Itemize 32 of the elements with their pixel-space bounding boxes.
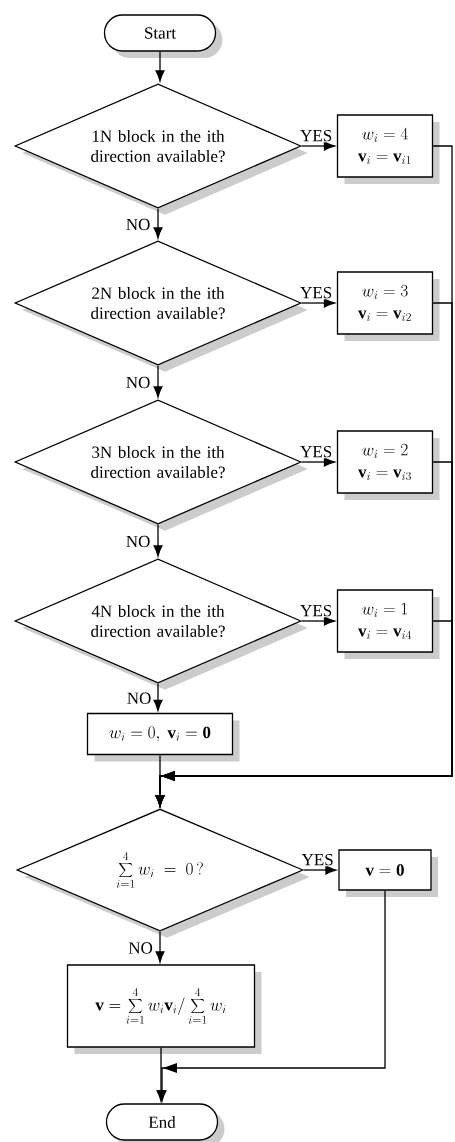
process-box: $w_{i} = 2$ $\mathbf{v}_{i} = \mathbf{v}_{i3}$ — [336, 430, 440, 500]
arrow — [155, 754, 165, 807]
edge-label: NO — [125, 691, 153, 705]
arrow — [301, 616, 335, 626]
arrow — [156, 1047, 166, 1102]
arrow — [153, 365, 163, 398]
arrow — [155, 931, 165, 963]
arrow — [301, 298, 335, 308]
terminal-box: Start — [103, 14, 223, 58]
process-box: $w_{i} = 4$ $\mathbf{v}_{i} = \mathbf{v}_{i1}$ — [336, 114, 440, 184]
arrow — [301, 457, 335, 467]
edge-label: NO — [124, 375, 152, 390]
arrow — [301, 141, 335, 151]
edge-label: YES — [300, 852, 335, 867]
arrow — [153, 683, 163, 711]
edge-label: YES — [299, 128, 334, 143]
edge-label: NO — [127, 941, 154, 955]
process-box: $w_{i} = 3$ $\mathbf{v}_{i} = \mathbf{v}_{i2}$ — [336, 271, 440, 341]
process-box: $w_{i} = 1$ $\mathbf{v}_{i} = \mathbf{v}_{i4}$ — [336, 589, 440, 659]
edge-label: YES — [299, 444, 334, 459]
process-box: $\mathbf{v} = \mathbf{0}$ — [338, 849, 438, 897]
process-box: $w_{i} = 0,\ \mathbf{v}_{i} = \mathbf{0}$ — [86, 712, 240, 762]
arrow — [155, 51, 165, 82]
edge-label: NO — [124, 217, 152, 232]
edge-label: YES — [299, 603, 334, 618]
arrow — [153, 208, 163, 239]
edge-label: NO — [124, 534, 152, 549]
edge-label: YES — [299, 285, 334, 300]
arrow — [153, 524, 163, 557]
process-box: $\mathbf{v} = \sum_{i=1}^{4} w_{i}\mathbf{v}_{i} \Big/ \sum_{i=1}^{4} w_{i}$ — [66, 964, 262, 1054]
arrow — [303, 865, 337, 875]
terminal-box: End — [105, 1103, 225, 1142]
